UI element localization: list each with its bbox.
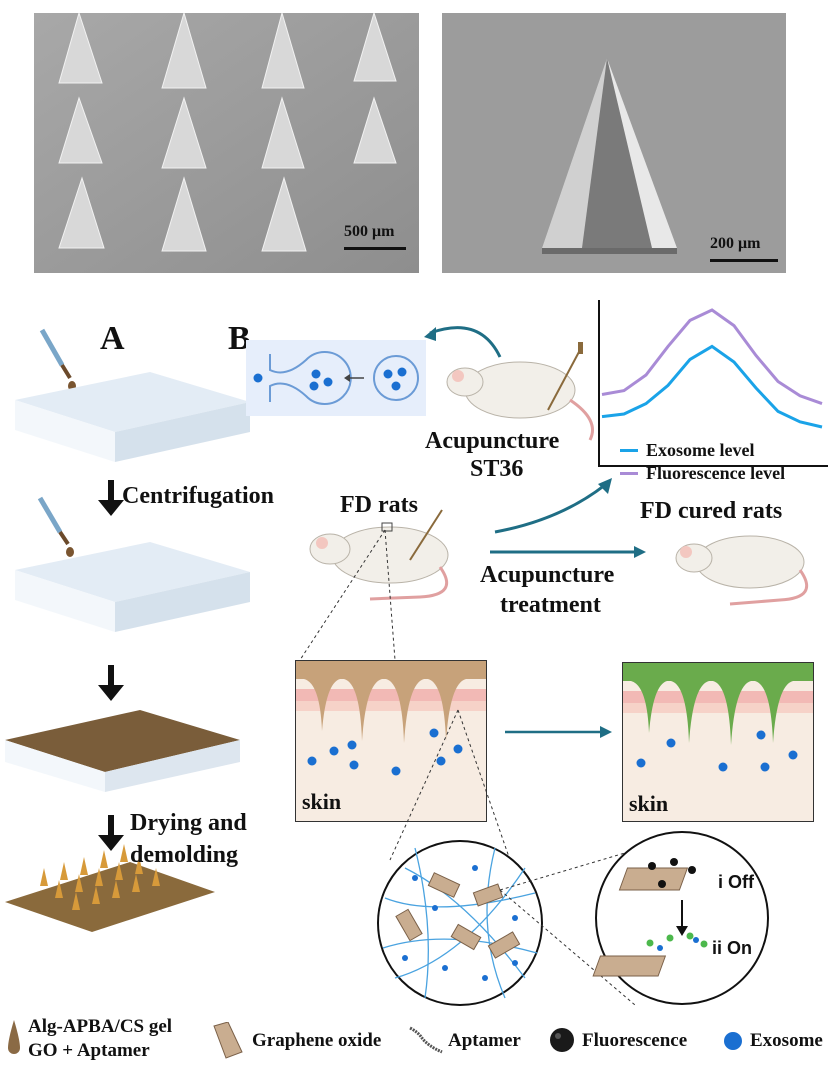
needle-icon xyxy=(547,349,581,411)
exosome-icon xyxy=(724,1032,742,1050)
skin-label-left: skin xyxy=(302,789,342,814)
legend-gel-line2: GO + Aptamer xyxy=(28,1040,150,1061)
sensing-mechanism-circle xyxy=(592,831,769,1005)
exosome-release-svg xyxy=(253,351,419,405)
treatment-arrows xyxy=(490,478,646,558)
skin-green-svg xyxy=(623,663,813,772)
rat-icon xyxy=(675,535,809,606)
panel-label-a: A xyxy=(100,320,125,357)
dropper-icon xyxy=(37,496,74,557)
needle-icon xyxy=(409,509,443,561)
legend-aptamer: Aptamer xyxy=(448,1030,521,1051)
legend-exosome: Exosome level xyxy=(620,440,785,461)
legend-swatch-exosome xyxy=(620,449,638,452)
skin-brown-svg xyxy=(296,661,486,776)
mold-icon xyxy=(15,372,250,462)
treatment-line1: Acupuncture xyxy=(480,562,615,588)
series-line-1 xyxy=(601,308,823,406)
sem-image-array: 500 μm xyxy=(34,13,419,273)
zoom-lines-2 xyxy=(389,709,511,861)
rat-icon xyxy=(309,509,449,601)
right-arrow-icon xyxy=(505,726,612,738)
legend-fluorescence: Fluorescence xyxy=(582,1030,688,1051)
off-label: i Off xyxy=(718,872,754,892)
bottom-legend: Alg-APBA/CS gel GO + Aptamer Graphene ox… xyxy=(0,1012,840,1068)
fluorescence-icon xyxy=(550,1028,574,1052)
legend-swatch-fluorescence xyxy=(620,472,638,475)
sem-single-svg xyxy=(442,13,786,273)
graphene-oxide-icon xyxy=(213,1022,243,1059)
scale-label: 500 μm xyxy=(344,223,395,240)
gel-drop-icon xyxy=(8,1020,20,1054)
scale-label: 200 μm xyxy=(710,235,761,252)
fd-cured-label: FD cured rats xyxy=(640,498,783,524)
step-drying: Drying and xyxy=(130,810,247,836)
legend-gel-line1: Alg-APBA/CS gel xyxy=(28,1016,173,1037)
series-line-0 xyxy=(601,344,823,429)
dropper-icon xyxy=(39,328,76,391)
hydrogel-network-circle xyxy=(377,840,543,1006)
acupuncture-st36-line1: Acupuncture xyxy=(425,428,560,454)
legend-label-exosome: Exosome level xyxy=(646,440,755,460)
treatment-line2: treatment xyxy=(500,592,601,618)
aptamer-icon xyxy=(409,1026,443,1054)
panel-label-b: B xyxy=(228,320,251,357)
scale-bar-200: 200 μm xyxy=(710,235,778,262)
skin-box-brown: skin xyxy=(295,660,487,822)
rat-icon xyxy=(446,342,594,441)
acupuncture-st36-line2: ST36 xyxy=(470,456,524,482)
exosome-release-box xyxy=(246,340,426,416)
filled-mold-icon xyxy=(5,710,240,792)
chart-legend: Exosome level Fluorescence level xyxy=(620,440,785,484)
legend-exosome: Exosome xyxy=(750,1030,823,1051)
skin-box-green: skin xyxy=(622,662,814,822)
step-demolding: demolding xyxy=(130,842,239,868)
curved-arrow-icon xyxy=(494,483,606,534)
sem-image-single: 200 μm xyxy=(442,13,786,273)
legend-graphene: Graphene oxide xyxy=(252,1030,382,1051)
on-label: ii On xyxy=(712,938,752,958)
fd-rats-label: FD rats xyxy=(340,492,418,518)
sem-array-svg xyxy=(34,13,419,273)
skin-label-right: skin xyxy=(629,791,669,816)
step-centrifugation: Centrifugation xyxy=(122,483,274,509)
level-chart xyxy=(598,300,828,467)
legend-label-fluorescence: Fluorescence level xyxy=(646,463,786,483)
zoom-lines xyxy=(299,529,396,661)
microneedle-patch-icon xyxy=(5,844,215,932)
chart-plot xyxy=(601,308,823,429)
legend-fluorescence: Fluorescence level xyxy=(620,463,785,484)
fabrication-steps xyxy=(5,328,250,932)
mold-icon xyxy=(15,542,250,632)
curved-arrow-icon xyxy=(424,326,502,358)
scale-bar-500: 500 μm xyxy=(344,223,406,250)
down-arrows xyxy=(98,480,124,851)
